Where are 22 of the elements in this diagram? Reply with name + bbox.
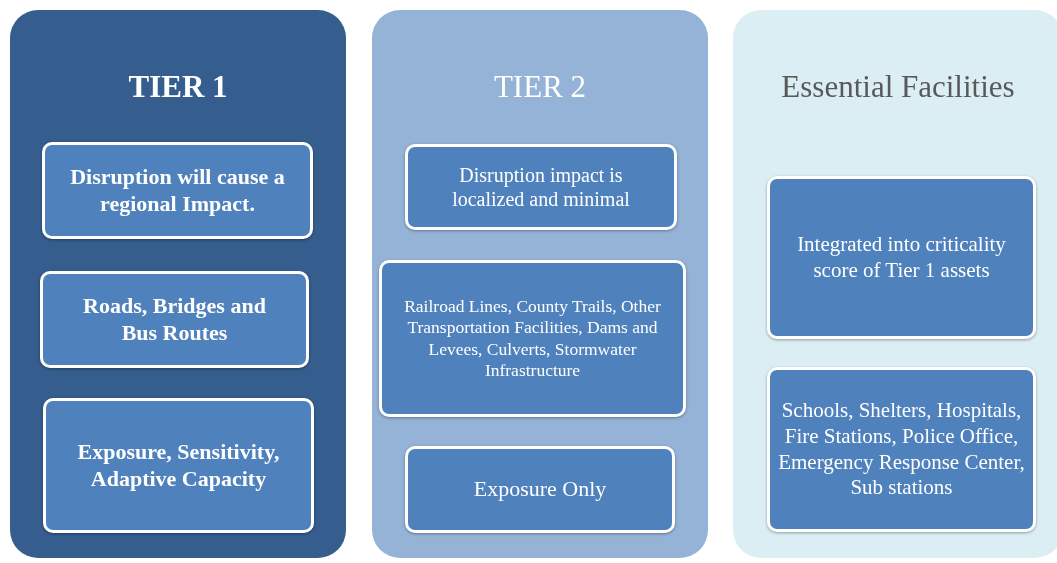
- box-text: Disruption impact is localized and minimal: [451, 162, 631, 212]
- box-text: Exposure Only: [473, 476, 607, 503]
- box-text: Integrated into criticality score of Tier 1 assets: [796, 231, 1007, 284]
- info-box: [405, 446, 675, 533]
- info-box: [767, 367, 1036, 532]
- info-box: [405, 144, 677, 230]
- box-text: Railroad Lines, County Trails, Other Transportation Facilities, Dams and Levees, Culverts, Stormwater Infrastructure: [403, 295, 662, 382]
- info-box: [40, 271, 309, 368]
- panel-title: Essential Facilities: [780, 70, 1016, 105]
- panel-title: TIER 1: [127, 70, 229, 105]
- box-text: Roads, Bridges and Bus Routes: [82, 292, 267, 347]
- panel-title: TIER 2: [492, 70, 588, 105]
- tier-panel: [10, 10, 346, 558]
- box-text: Schools, Shelters, Hospitals, Fire Stations, Police Office, Emergency Response Center, Sub stations: [777, 398, 1026, 501]
- box-text: Disruption will cause a regional Impact.: [69, 163, 286, 218]
- info-box: [767, 176, 1036, 339]
- tier-panel: [372, 10, 708, 558]
- tier-panel: [733, 10, 1057, 558]
- info-box: [379, 260, 686, 417]
- info-box: [42, 142, 313, 239]
- info-box: [43, 398, 314, 533]
- box-text: Exposure, Sensitivity, Adaptive Capacity: [76, 438, 281, 493]
